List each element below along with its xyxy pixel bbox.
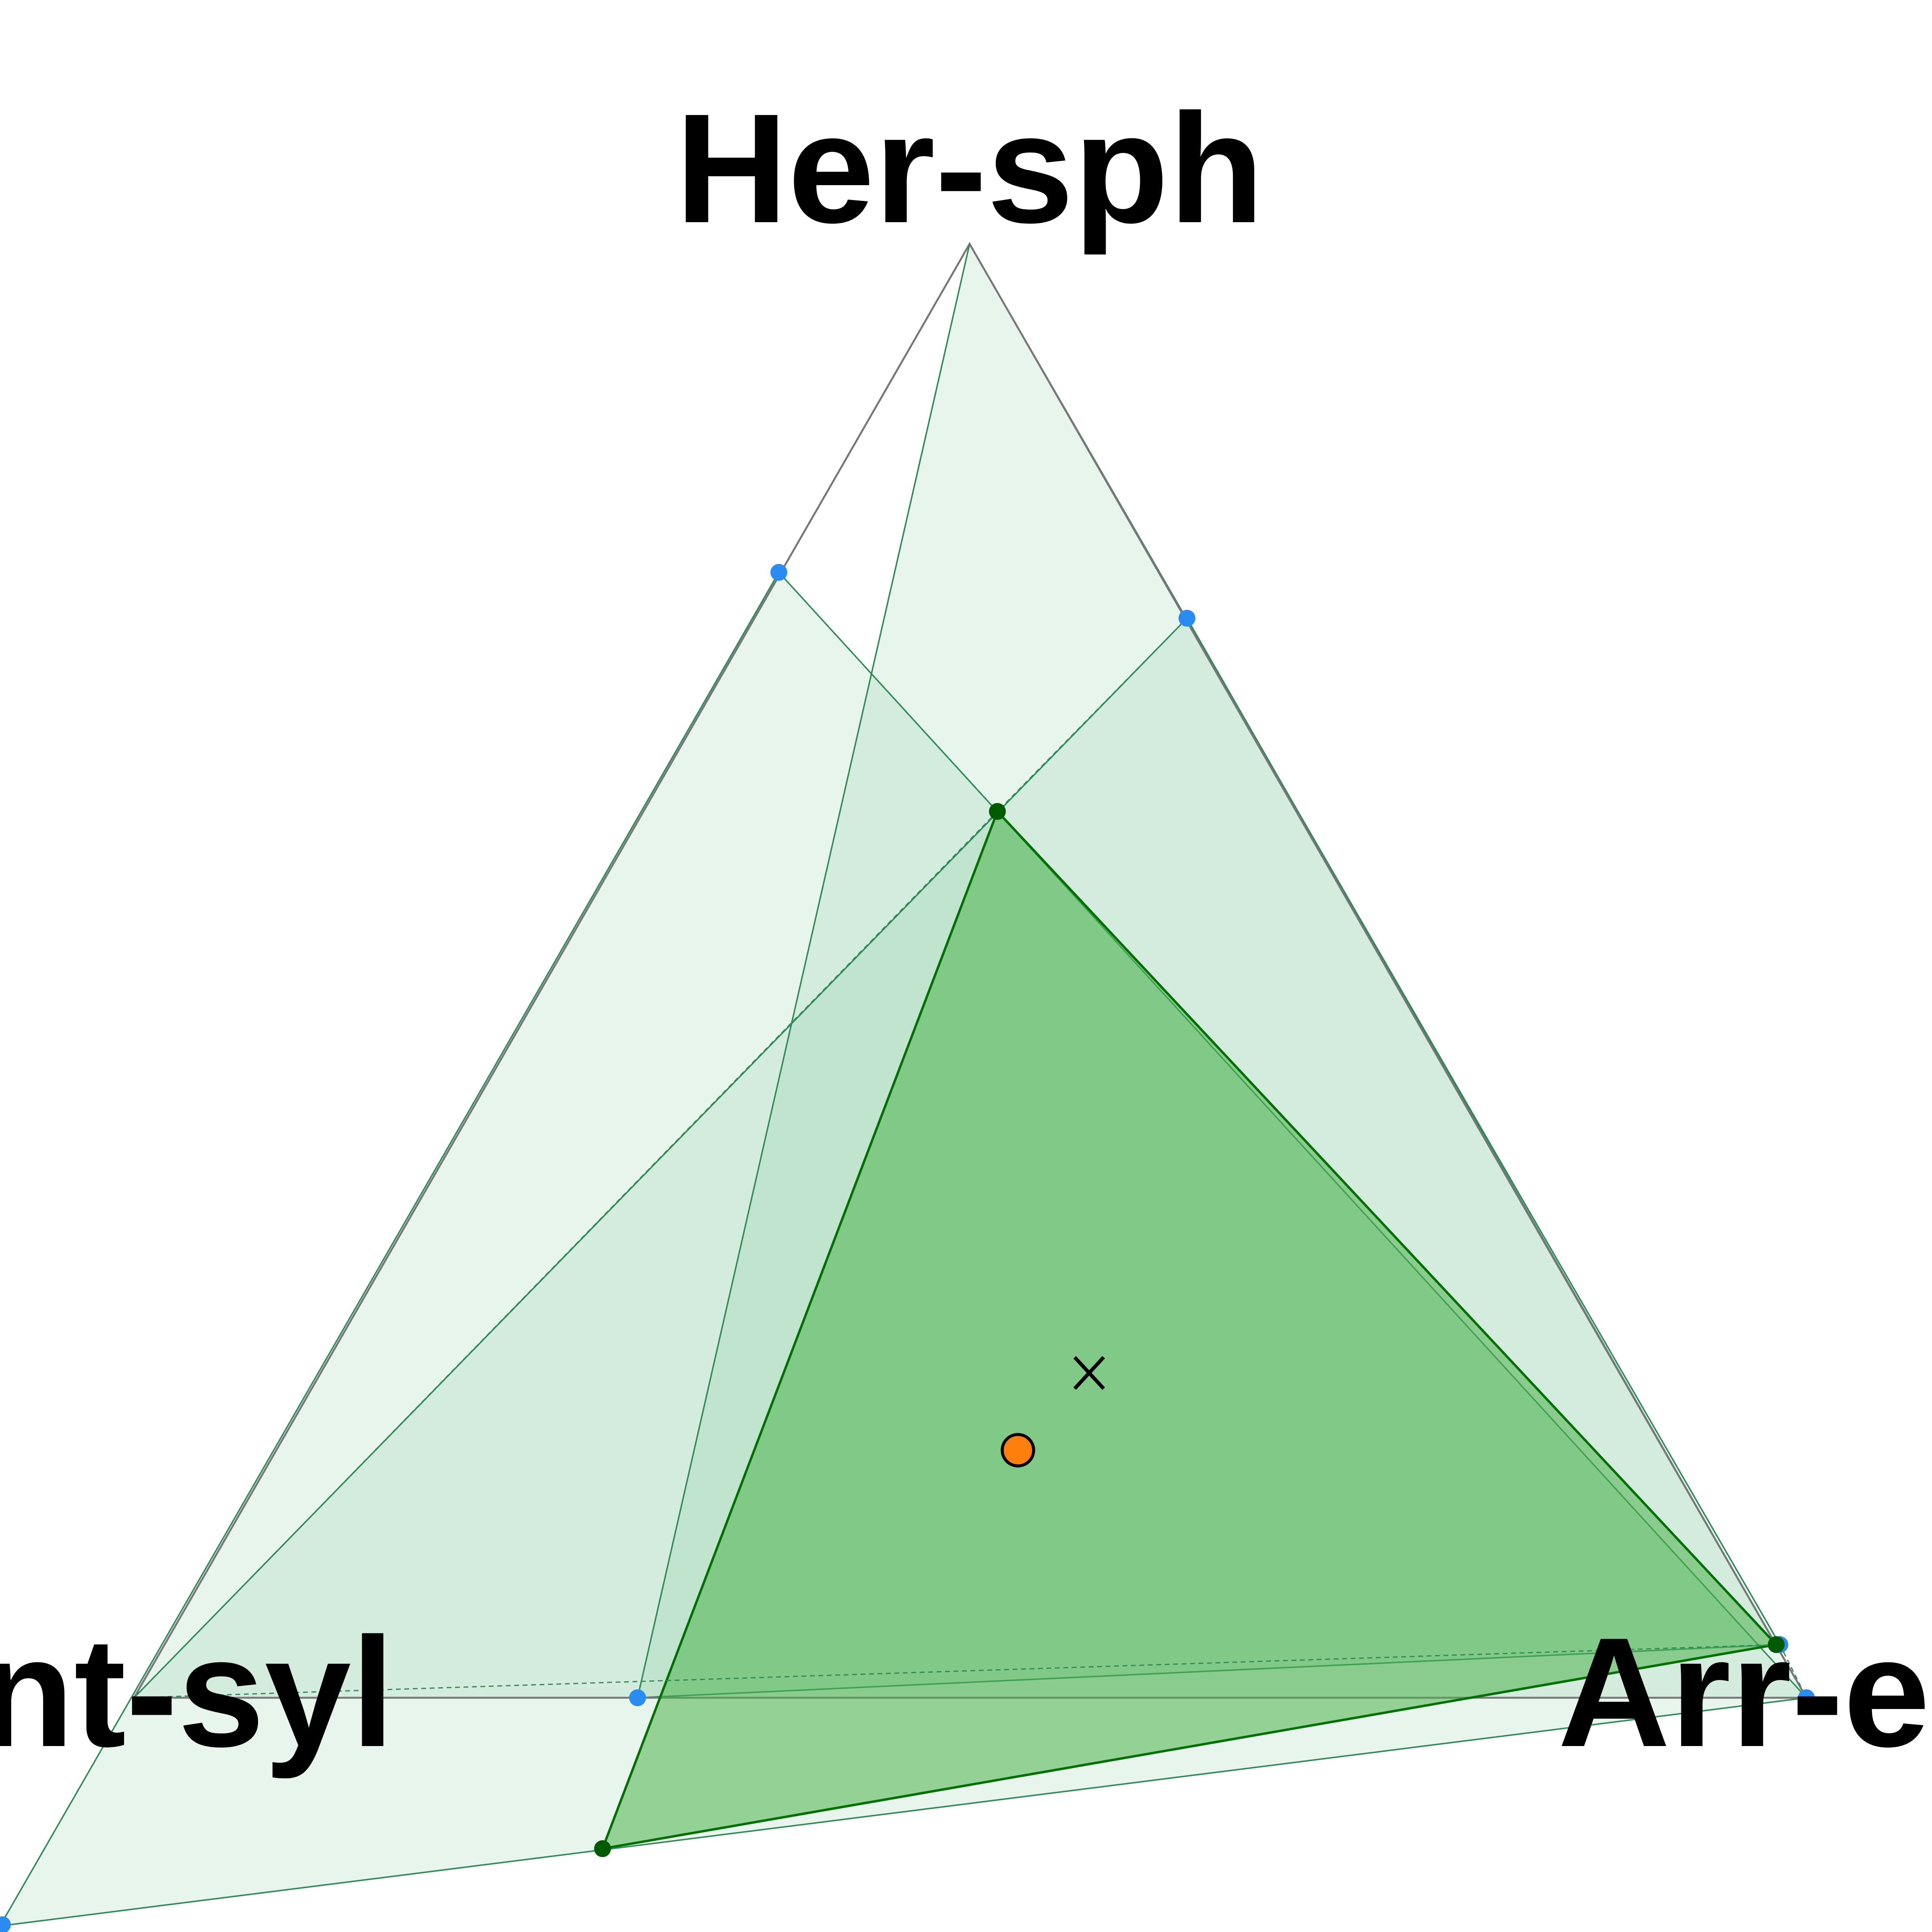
edge-point (1798, 1689, 1815, 1706)
corner-points (594, 803, 1785, 1857)
vertex-label-bottom-right: Arr-ela (1558, 1606, 1932, 1779)
x-marker (1073, 1356, 1105, 1390)
edge-point (629, 1689, 646, 1706)
construction-line (0, 1697, 1807, 1927)
construction-line (1779, 1644, 1807, 1698)
edge-point (770, 564, 787, 581)
orange-circle-marker (1001, 1433, 1035, 1468)
edge-point (0, 1916, 11, 1932)
construction-line (997, 617, 1188, 812)
highlighted-region (601, 809, 1779, 1850)
construction-line (133, 811, 998, 1699)
corner-point (989, 803, 1006, 820)
construction-lines (0, 244, 1807, 1927)
corner-point (1768, 1636, 1785, 1653)
vertex-label-bottom-left: Ant-syl (0, 1606, 394, 1780)
construction-line (637, 244, 970, 1698)
vertex-label-top: Her-sph (675, 82, 1264, 256)
construction-line (134, 1644, 1780, 1699)
construction-line (778, 572, 998, 812)
edge-point (1179, 610, 1195, 627)
corner-point (594, 1840, 611, 1857)
